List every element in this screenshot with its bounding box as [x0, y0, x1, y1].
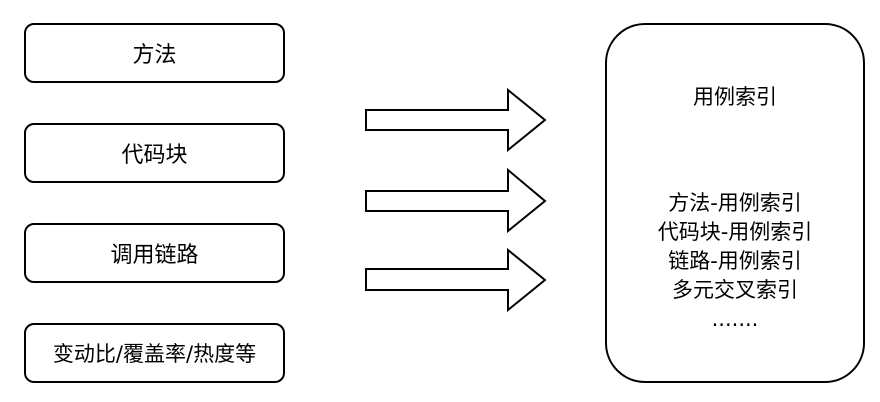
arrow-2: [365, 167, 547, 234]
use-case-index-box: 用例索引 方法-用例索引 代码块-用例索引 链路-用例索引 多元交叉索引 ...…: [605, 23, 865, 383]
source-box-metrics: 变动比/覆盖率/热度等: [24, 323, 285, 383]
index-item: 代码块-用例索引: [657, 220, 813, 244]
index-item: 方法-用例索引: [668, 191, 802, 215]
source-label-method: 方法: [132, 43, 177, 68]
arrow-1: [365, 87, 547, 153]
arrow-3: [365, 247, 547, 313]
source-box-method: 方法: [24, 23, 285, 83]
source-box-code-block: 代码块: [24, 123, 285, 183]
source-label-metrics: 变动比/覆盖率/热度等: [52, 342, 257, 366]
index-item: .......: [711, 307, 759, 331]
source-label-code-block: 代码块: [121, 143, 188, 168]
source-label-call-chain: 调用链路: [110, 243, 199, 268]
index-list: 方法-用例索引 代码块-用例索引 链路-用例索引 多元交叉索引 .......: [607, 189, 863, 334]
index-title: 用例索引: [693, 85, 777, 109]
index-item: 多元交叉索引: [672, 278, 798, 302]
index-item: 链路-用例索引: [668, 249, 802, 273]
source-box-call-chain: 调用链路: [24, 223, 285, 283]
